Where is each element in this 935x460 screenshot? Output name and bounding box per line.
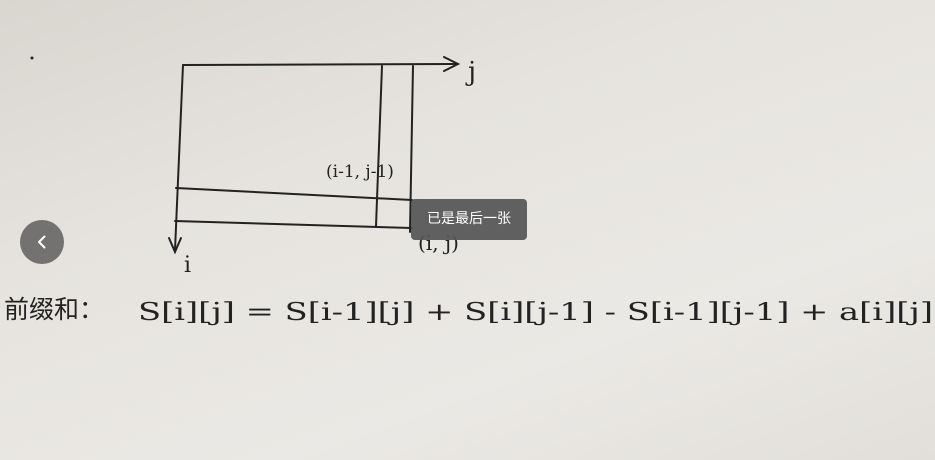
col-line-j-minus-1 [375, 65, 383, 227]
j-axis-arrowhead [443, 56, 461, 72]
chevron-left-icon [38, 235, 46, 249]
axis-j-label: j [465, 57, 476, 87]
prev-image-button[interactable] [20, 220, 64, 264]
col-line-j [409, 65, 414, 233]
formula-prefix: 前缀和： [4, 295, 104, 324]
row-line-i [174, 220, 413, 229]
last-image-tooltip: 已是最后一张 [411, 199, 527, 240]
i-axis-arrowhead [168, 237, 182, 255]
cell-label-prev: (i-1, j-1) [326, 162, 394, 182]
row-line-i-minus-1 [175, 187, 413, 201]
ink-dot [30, 56, 34, 60]
axis-i-label: i [184, 253, 191, 278]
formula-text: S[i][j] = S[i-1][j] + S[i][j-1] - S[i-1]… [138, 298, 933, 326]
i-axis-line [174, 64, 184, 251]
matrix-sketch [168, 56, 461, 255]
j-axis-line [182, 63, 457, 66]
